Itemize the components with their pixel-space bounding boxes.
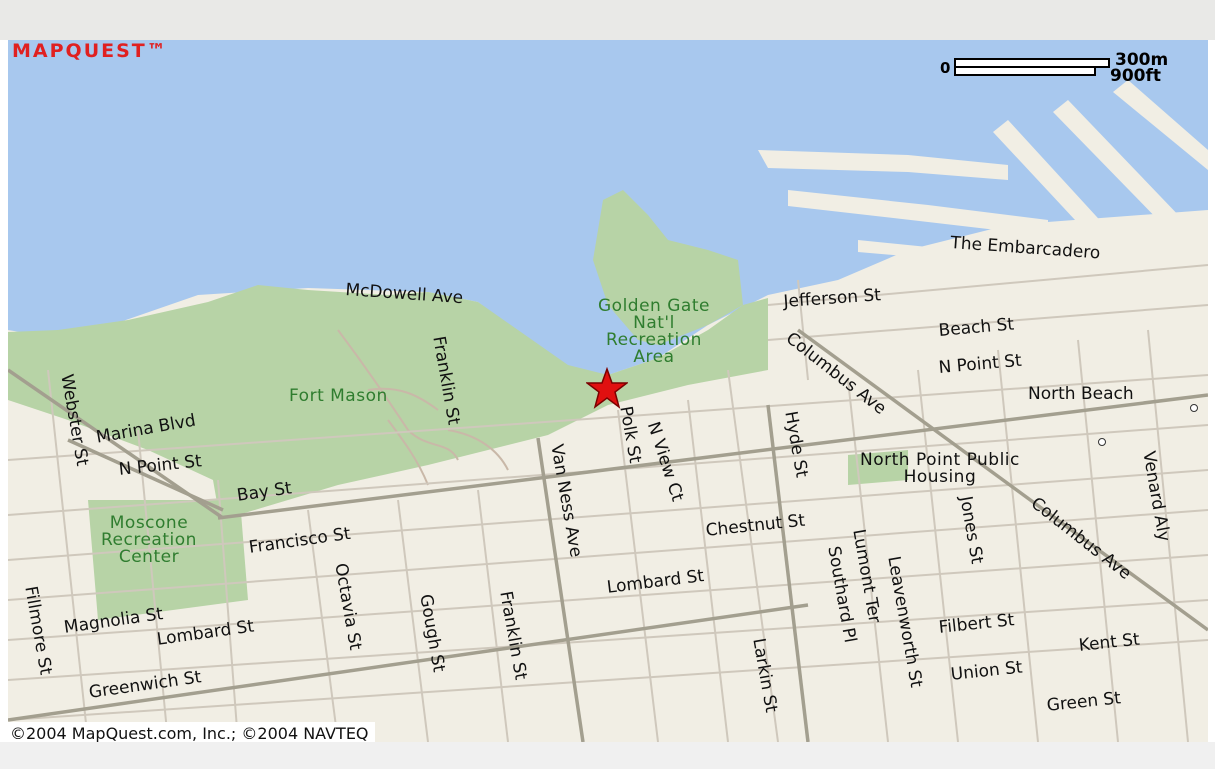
map-canvas[interactable]: MAPQUEST™ 0 300m 900ft Golden Gate Nat'l…: [8, 40, 1208, 742]
scale-metric-label: 300m: [1115, 50, 1169, 70]
park-label-moscone: Moscone Recreation Center: [101, 513, 197, 567]
park-label-fort-mason: Fort Mason: [289, 386, 388, 406]
piers: [758, 80, 1208, 265]
top-band: [0, 0, 1215, 40]
park-label-golden-gate: Golden Gate Nat'l Recreation Area: [598, 296, 710, 367]
place-label-north-beach: North Beach: [1028, 384, 1134, 404]
poi-dot-north-beach: [1190, 404, 1198, 412]
major-roads: [8, 328, 1208, 742]
map-base-layer: [8, 80, 1208, 742]
mapquest-logo[interactable]: MAPQUEST™: [12, 40, 168, 62]
copyright-notice: ©2004 MapQuest.com, Inc.; ©2004 NAVTEQ: [8, 722, 375, 742]
red-star-icon[interactable]: [586, 367, 628, 409]
scale-bar: 0 300m 900ft: [940, 50, 1200, 90]
poi-dot-housing: [1098, 438, 1106, 446]
scale-imperial-bar: [954, 66, 1096, 76]
park-trails: [337, 329, 509, 486]
scale-imperial-label: 900ft: [1110, 66, 1162, 86]
place-label-north-point-housing: North Point Public Housing: [860, 450, 1020, 487]
bottom-band: [0, 742, 1215, 769]
scale-zero-label: 0: [940, 59, 951, 77]
